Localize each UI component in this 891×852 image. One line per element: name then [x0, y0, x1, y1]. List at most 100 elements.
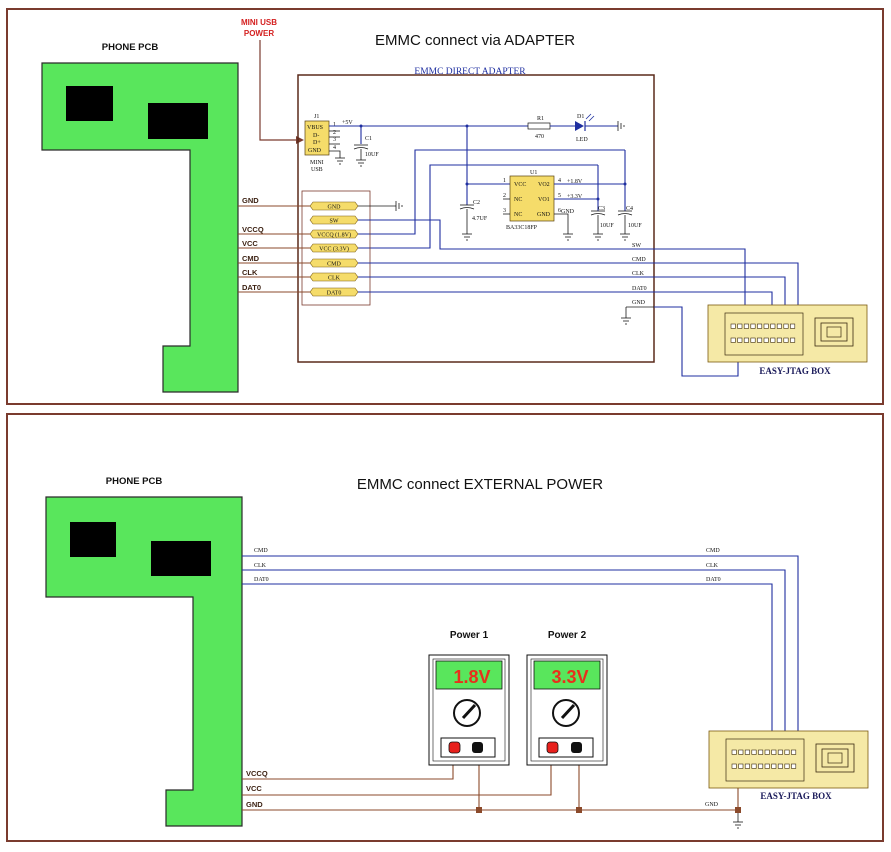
- top-pcb-chip-2: [148, 103, 208, 139]
- u1-gnd-label: GND: [561, 209, 575, 215]
- u1-num-3: 3: [503, 208, 506, 214]
- j1-num-4: 4: [333, 145, 336, 151]
- jtag-pin: [776, 323, 782, 329]
- svg-text:GND: GND: [328, 205, 342, 211]
- jtag-pin: [783, 323, 789, 329]
- u1-pin-nc2: NC: [514, 212, 522, 218]
- jtag-pin: [770, 323, 776, 329]
- u1-num-2: 2: [503, 193, 506, 199]
- power2-supply: 3.3V: [526, 654, 608, 766]
- svg-text:CMD: CMD: [327, 262, 341, 268]
- r1-value: 470: [535, 134, 544, 140]
- c3-ground-icon: [593, 233, 603, 241]
- top-wire-clk-jtag: [358, 276, 786, 308]
- bottom-sig-vccq: VCCQ: [246, 769, 268, 778]
- top-pcb-sig-cmd: CMD: [242, 254, 260, 263]
- j1-pin-dplus: D+: [313, 140, 321, 146]
- power1-supply: 1.8V: [428, 654, 510, 766]
- power1-voltage: 1.8V: [453, 667, 490, 687]
- u1-ground-icon: [563, 233, 573, 241]
- jtag-pin: [764, 763, 770, 769]
- adapter-box: [297, 74, 655, 363]
- jtag-pin: [744, 749, 750, 755]
- u1-pin-vo1: VO1: [538, 197, 550, 203]
- bottom-wire-dat0: [242, 583, 773, 737]
- u1-num-4: 4: [558, 178, 561, 184]
- j1-num-3: 3: [333, 137, 336, 143]
- bottom-wire-clk: [242, 569, 786, 737]
- jtag-pin: [743, 337, 749, 343]
- jtag-pin: [784, 763, 790, 769]
- u1-ref: U1: [530, 170, 537, 176]
- u1-part: BA33C18FP: [506, 225, 538, 231]
- jtag-gnd-ground-icon: [621, 317, 631, 325]
- c3-value: 10UF: [600, 223, 614, 229]
- top-jtag-label: EASY-JTAG BOX: [759, 366, 831, 376]
- u1-out-18v: +1.8V: [567, 179, 583, 185]
- jtag-pin: [738, 763, 744, 769]
- j1-num-2: 2: [333, 130, 336, 136]
- jtag-pin: [790, 337, 796, 343]
- top-right-sig-gnd: GND: [632, 300, 646, 306]
- top-phone-pcb: [41, 62, 239, 393]
- power1-positive-terminal: [448, 741, 461, 754]
- bottom-sig-cmd: CMD: [254, 548, 268, 554]
- bottom-sig-gnd: GND: [246, 800, 263, 809]
- jtag-pin: [731, 763, 737, 769]
- u1-pin-vcc: VCC: [514, 182, 526, 188]
- top-pcb-label: PHONE PCB: [102, 42, 159, 53]
- power1-label: Power 1: [450, 630, 489, 641]
- top-pcb-sig-clk: CLK: [242, 268, 258, 277]
- d1-ref: D1: [577, 114, 584, 120]
- c4-ground-icon: [620, 233, 630, 241]
- jtag-pin: [764, 749, 770, 755]
- power2-positive-terminal: [546, 741, 559, 754]
- jtag-pin: [776, 337, 782, 343]
- header-pin-dat0: DAT0: [309, 287, 359, 297]
- jtag-pin: [751, 749, 757, 755]
- header-pin-cmd: CMD: [309, 258, 359, 268]
- jtag-pin: [784, 749, 790, 755]
- j1-pin-gnd: GND: [308, 148, 322, 154]
- jtag-pin: [750, 337, 756, 343]
- jtag-pin: [738, 749, 744, 755]
- jtag-pin: [757, 337, 763, 343]
- plus5v-label: +5V: [342, 120, 353, 126]
- jtag-pin: [744, 763, 750, 769]
- top-jtag-box: [707, 304, 868, 363]
- c3-ref: C3: [598, 206, 605, 212]
- bottom-pcb-chip-2: [151, 541, 211, 576]
- power2-negative-terminal: [571, 742, 582, 753]
- header-pin-clk: CLK: [309, 272, 359, 282]
- d1-led-icon: [575, 121, 584, 131]
- jtag-pin: [770, 337, 776, 343]
- jtag-pin: [771, 763, 777, 769]
- bottom-pcb-label: PHONE PCB: [106, 476, 163, 487]
- top-right-sig-dat0: DAT0: [632, 286, 647, 292]
- u1-regulator: [509, 175, 555, 222]
- j1-name-1: MINI: [310, 160, 324, 166]
- top-wire-gnd-jtag: [654, 306, 739, 377]
- header-pin-vccq: VCCQ (1.8V): [309, 229, 359, 239]
- j1-ground-icon: [335, 157, 345, 165]
- svg-text:VCCQ (1.8V): VCCQ (1.8V): [317, 232, 351, 239]
- j1-ref: J1: [314, 114, 319, 120]
- top-wire-dat0-jtag: [358, 291, 773, 308]
- c2-ground-icon: [462, 233, 472, 241]
- svg-text:DAT0: DAT0: [327, 291, 342, 297]
- usb-arrow-line: [259, 40, 298, 141]
- jtag-pin: [731, 749, 737, 755]
- u1-num-1: 1: [503, 178, 506, 184]
- jtag-pin: [757, 323, 763, 329]
- jtag-pin: [777, 763, 783, 769]
- top-right-sig-cmd: CMD: [632, 257, 646, 263]
- j1-connector: [304, 120, 330, 156]
- c4-ref: C4: [626, 206, 633, 212]
- bottom-jtag-box: [708, 730, 869, 789]
- led-ground-icon: [617, 121, 625, 131]
- bottom-ground-icon: [733, 821, 743, 829]
- svg-text:SW: SW: [330, 219, 339, 225]
- u1-num-5: 5: [558, 193, 561, 199]
- bottom-jtag-label: EASY-JTAG BOX: [760, 791, 832, 801]
